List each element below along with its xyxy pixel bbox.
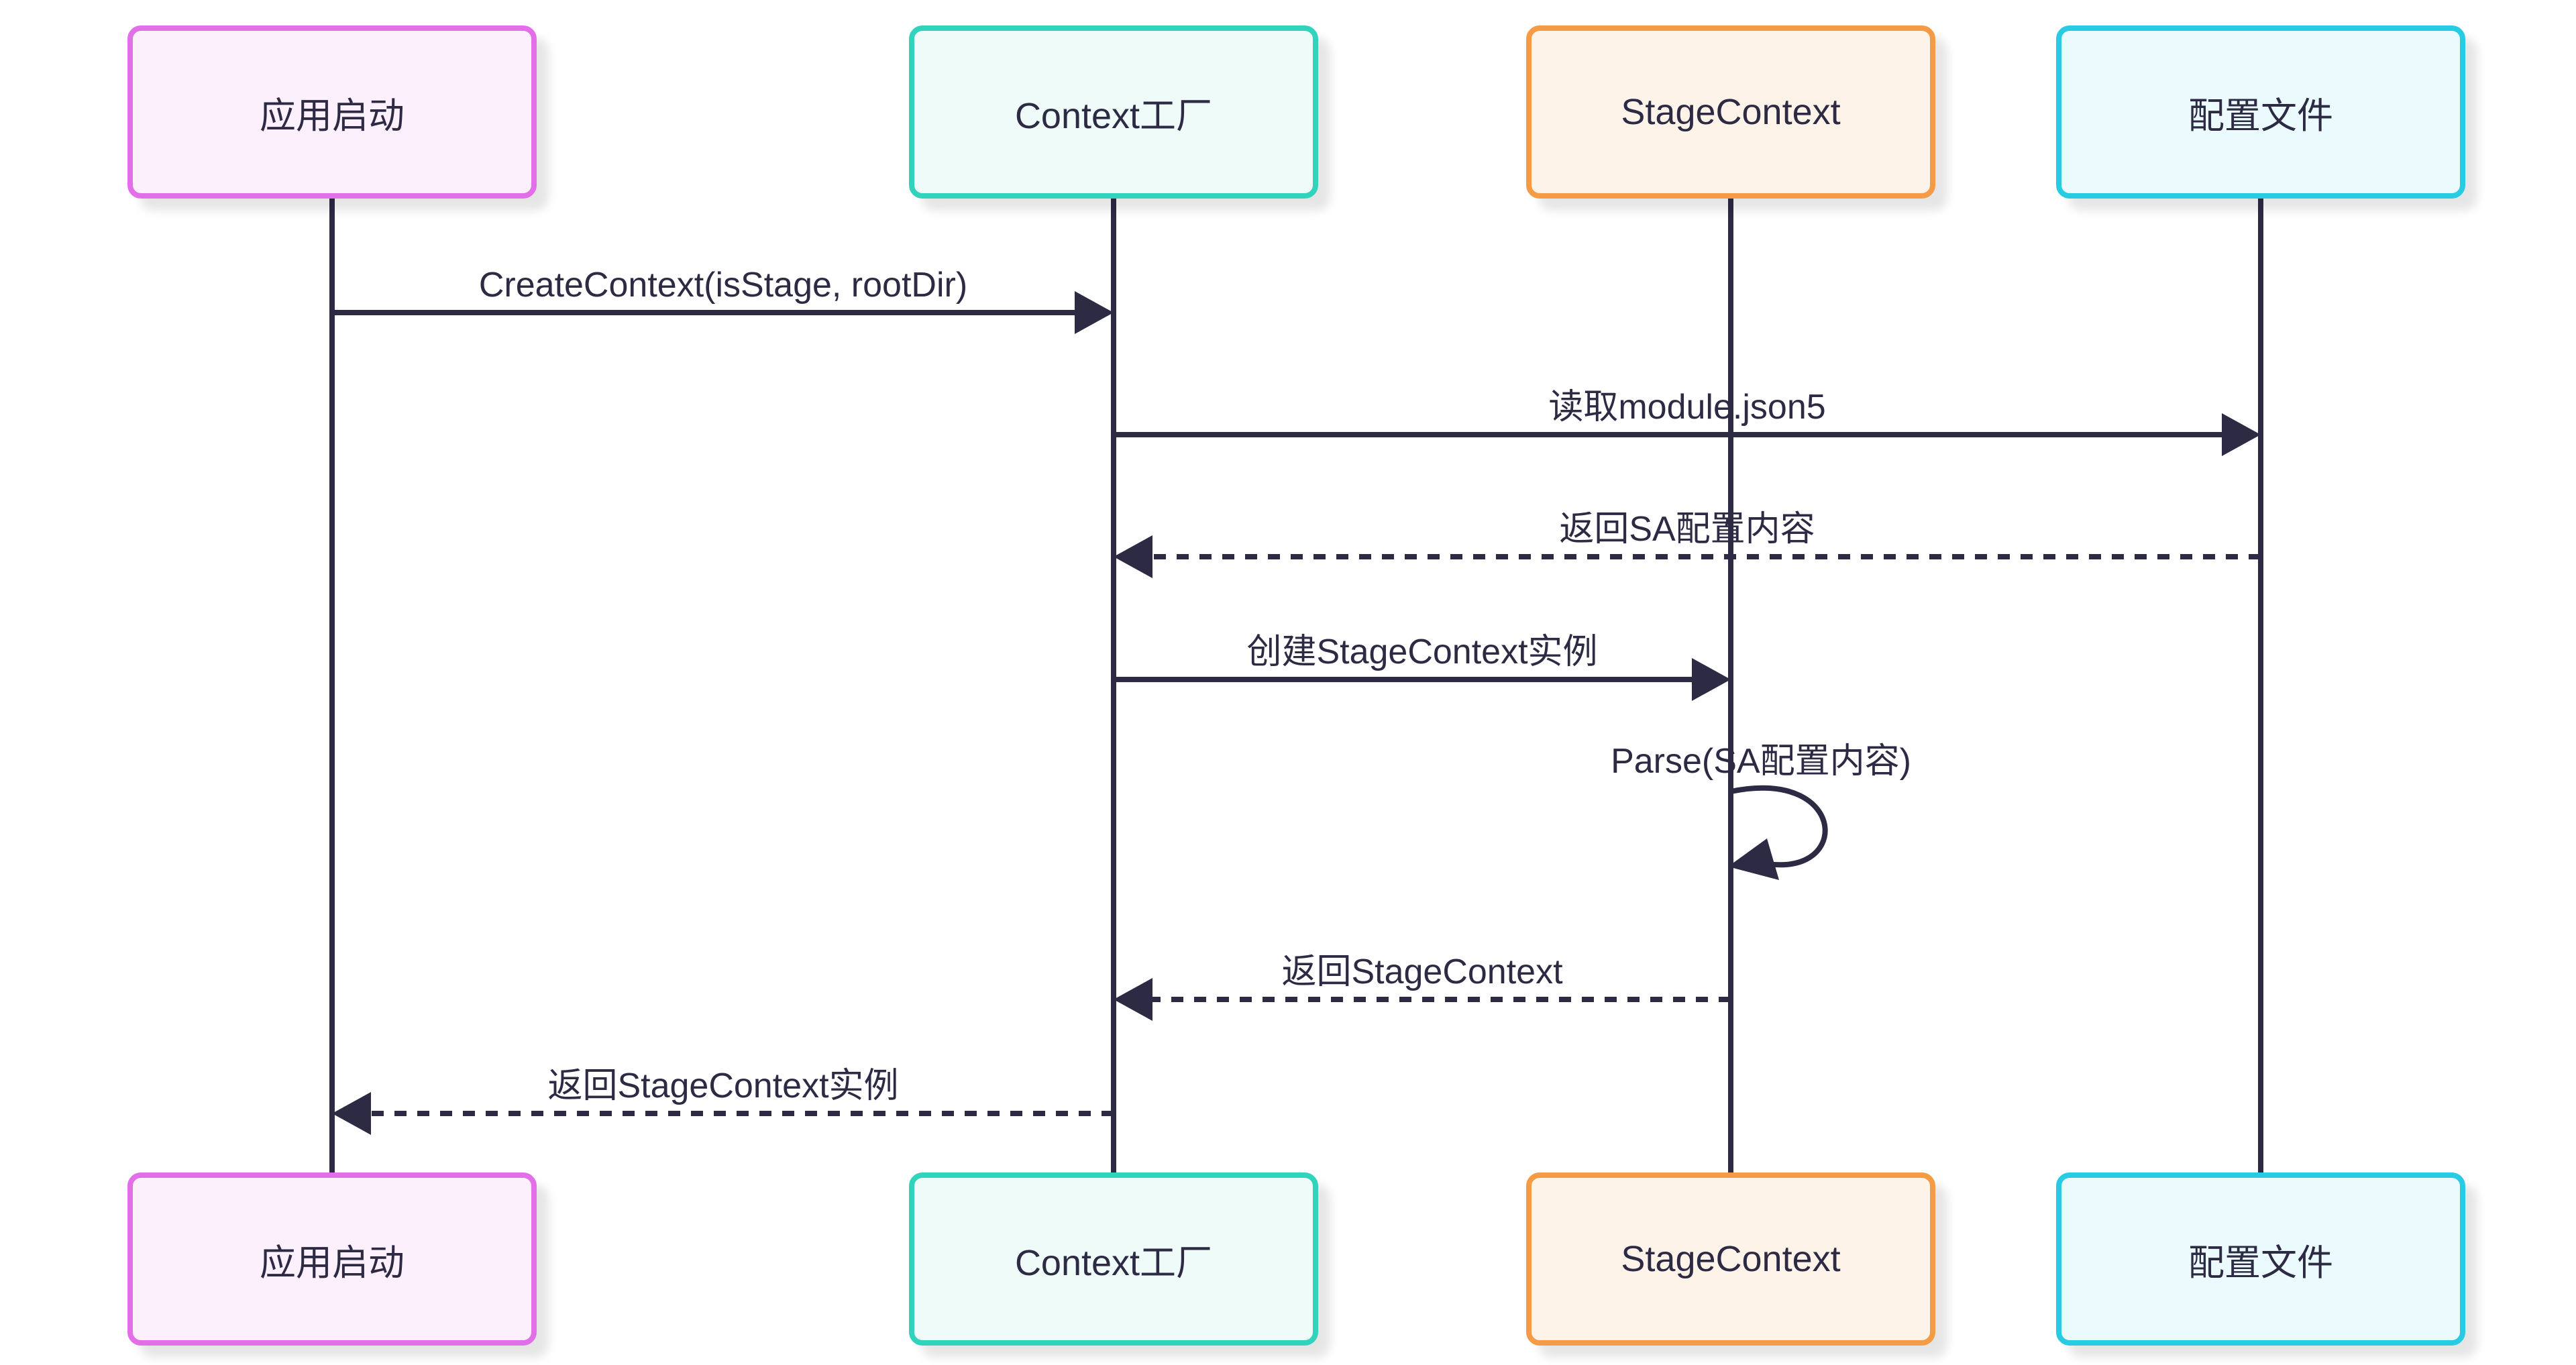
message-label-create-context: CreateContext(isStage, rootDir) — [478, 266, 968, 305]
arrowhead-read-module-json5 — [2222, 413, 2261, 456]
message-label-return-sa-config: 返回SA配置内容 — [1559, 510, 1815, 549]
actor-top-context-factory: Context工厂 — [909, 25, 1318, 199]
actor-bottom-app-launch: 应用启动 — [127, 1172, 537, 1346]
message-label-return-stage-context-instance: 返回StageContext实例 — [547, 1067, 899, 1105]
actor-label: StageContext — [1621, 1239, 1841, 1279]
arrowhead-return-sa-config — [1114, 535, 1152, 578]
message-label-create-stage-context-instance: 创建StageContext实例 — [1246, 633, 1598, 671]
arrowhead-return-stage-context-instance — [332, 1092, 371, 1135]
actor-label: 应用启动 — [260, 1242, 405, 1283]
actor-bottom-context-factory: Context工厂 — [909, 1172, 1318, 1346]
actor-label: Context工厂 — [1014, 95, 1213, 136]
actor-top-stage-context: StageContext — [1526, 25, 1935, 199]
actor-label: 配置文件 — [2188, 1242, 2333, 1283]
message-label-parse-sa-config: Parse(SA配置内容) — [1611, 742, 1911, 781]
actor-label: StageContext — [1621, 92, 1841, 132]
actor-top-config-file: 配置文件 — [2056, 25, 2465, 199]
message-label-return-stage-context: 返回StageContext — [1281, 952, 1563, 991]
message-label-read-module-json5: 读取module.json5 — [1548, 388, 1826, 427]
arrowhead-return-stage-context — [1114, 978, 1152, 1021]
actor-bottom-config-file: 配置文件 — [2056, 1172, 2465, 1346]
actor-label: 应用启动 — [260, 95, 405, 136]
arrowhead-create-stage-context — [1692, 658, 1731, 701]
arrowhead-self-loop-parse — [1728, 838, 1779, 880]
self-loop-parse — [1730, 785, 1828, 868]
actor-top-app-launch: 应用启动 — [127, 25, 537, 199]
actor-label: 配置文件 — [2188, 95, 2333, 136]
actor-label: Context工厂 — [1014, 1242, 1213, 1283]
arrowhead-create-context — [1075, 291, 1114, 334]
actor-bottom-stage-context: StageContext — [1526, 1172, 1935, 1346]
